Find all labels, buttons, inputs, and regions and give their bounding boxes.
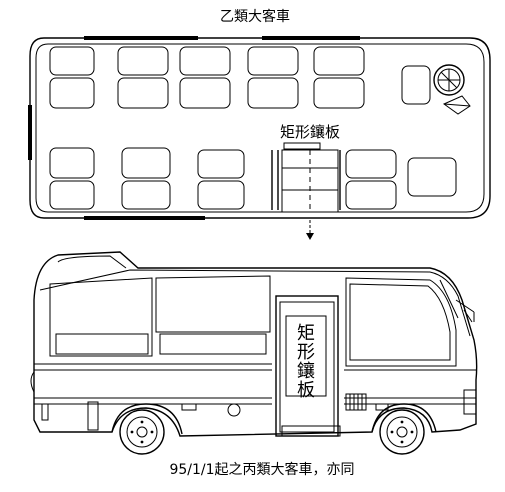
side-door [275, 295, 341, 437]
rear-wheel [111, 403, 183, 455]
seat-row-upper [49, 46, 365, 109]
side-plate-char-3: 鑲 [297, 361, 315, 382]
vent-grill [345, 393, 367, 411]
side-plate-char-2: 形 [297, 342, 315, 363]
arrow-down-icon [306, 220, 314, 240]
top-door-area [271, 142, 341, 213]
side-plate: 矩 形 鑲 板 [285, 315, 327, 401]
side-plate-char-1: 矩 [297, 323, 315, 344]
side-view: 矩 形 鑲 板 [30, 251, 478, 455]
top-view-title: 乙類大客車 [220, 8, 290, 25]
top-plate-label: 矩形鑲板 [280, 123, 340, 141]
front-wheel [371, 403, 437, 455]
steering-wheel-icon [433, 64, 465, 96]
top-view-plan: 矩形鑲板 [28, 36, 491, 240]
side-plate-char-4: 板 [297, 380, 315, 401]
driver-seat [401, 65, 431, 105]
diagram-caption: 95/1/1起之丙類大客車，亦同 [169, 461, 354, 478]
seat-row-lower [49, 147, 457, 210]
